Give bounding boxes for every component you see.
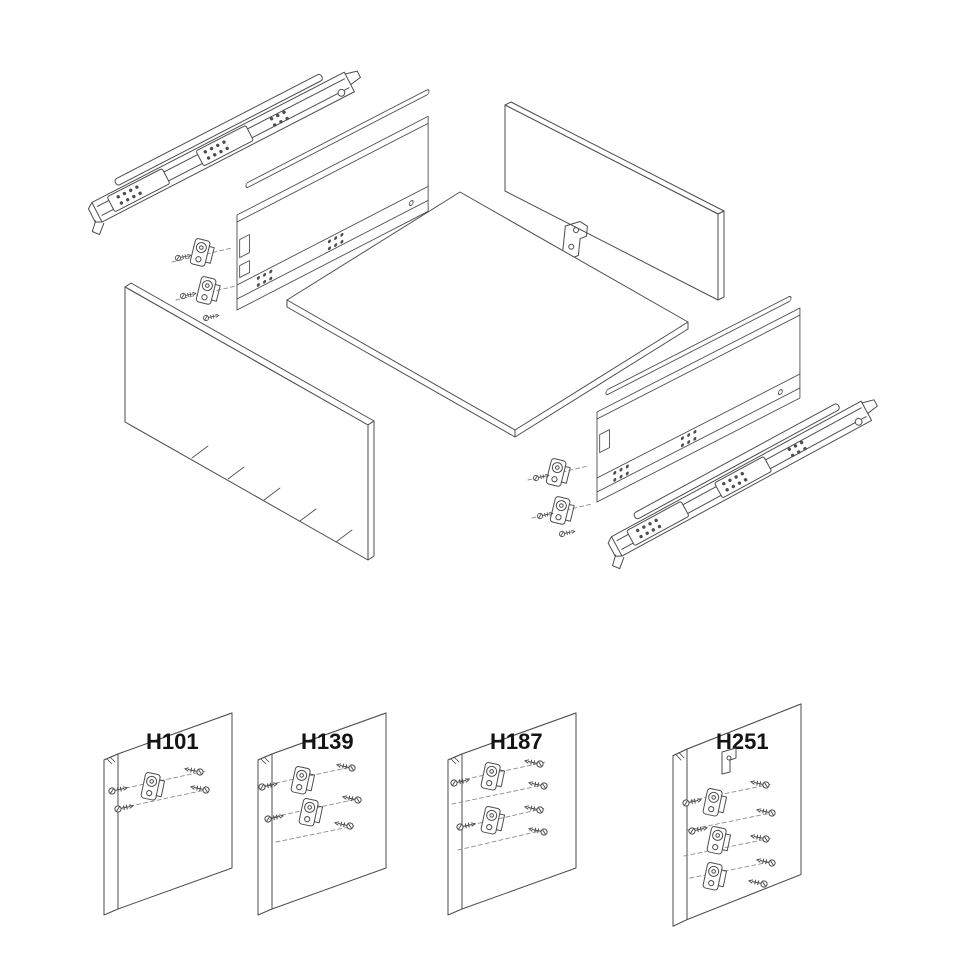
drawer-bottom-panel	[286, 191, 689, 438]
detail-variant-h251: H251	[672, 703, 802, 927]
rear-wall-bracket	[561, 220, 588, 260]
screw	[174, 252, 192, 262]
screw-axis-line	[267, 797, 363, 819]
front-fixing-bracket	[189, 237, 216, 269]
variant-label-h101: H101	[146, 729, 199, 754]
detail-variant-h139: H139	[257, 712, 387, 916]
screw-axis-line	[689, 861, 771, 879]
gallery-rail-hook	[721, 747, 737, 775]
screw	[202, 312, 220, 322]
left-gallery-rail	[245, 89, 430, 189]
screw-axis-line	[687, 811, 777, 831]
detail-variant-h101: H101	[103, 712, 233, 916]
front-panel	[124, 282, 375, 561]
screw-axis-line	[457, 807, 547, 829]
screw-axis-line	[451, 783, 549, 805]
screw-axis-line	[111, 770, 207, 792]
right-drawer-side-panel	[596, 295, 801, 503]
variant-label-h139: H139	[301, 729, 354, 754]
screw-axis-line	[261, 765, 357, 787]
front-fixing-bracket	[545, 457, 572, 489]
wood-grain-hatch	[191, 445, 353, 543]
variant-label-h251: H251	[716, 729, 769, 754]
screw-axis-line	[275, 825, 355, 843]
screw	[179, 290, 197, 300]
back-panel	[504, 101, 725, 301]
right-front-fixing-brackets	[527, 457, 593, 538]
screw	[558, 528, 576, 538]
right-gallery-rail	[605, 295, 792, 396]
left-drawer-side-panel	[236, 89, 430, 311]
front-fixing-bracket	[195, 275, 222, 307]
screw-axis-line	[457, 829, 545, 851]
left-front-fixing-brackets	[171, 237, 237, 322]
variant-label-h187: H187	[490, 729, 543, 754]
front-fixing-bracket	[549, 495, 576, 527]
screw-axis-line	[451, 761, 547, 783]
detail-variant-h187: H187	[447, 712, 577, 916]
